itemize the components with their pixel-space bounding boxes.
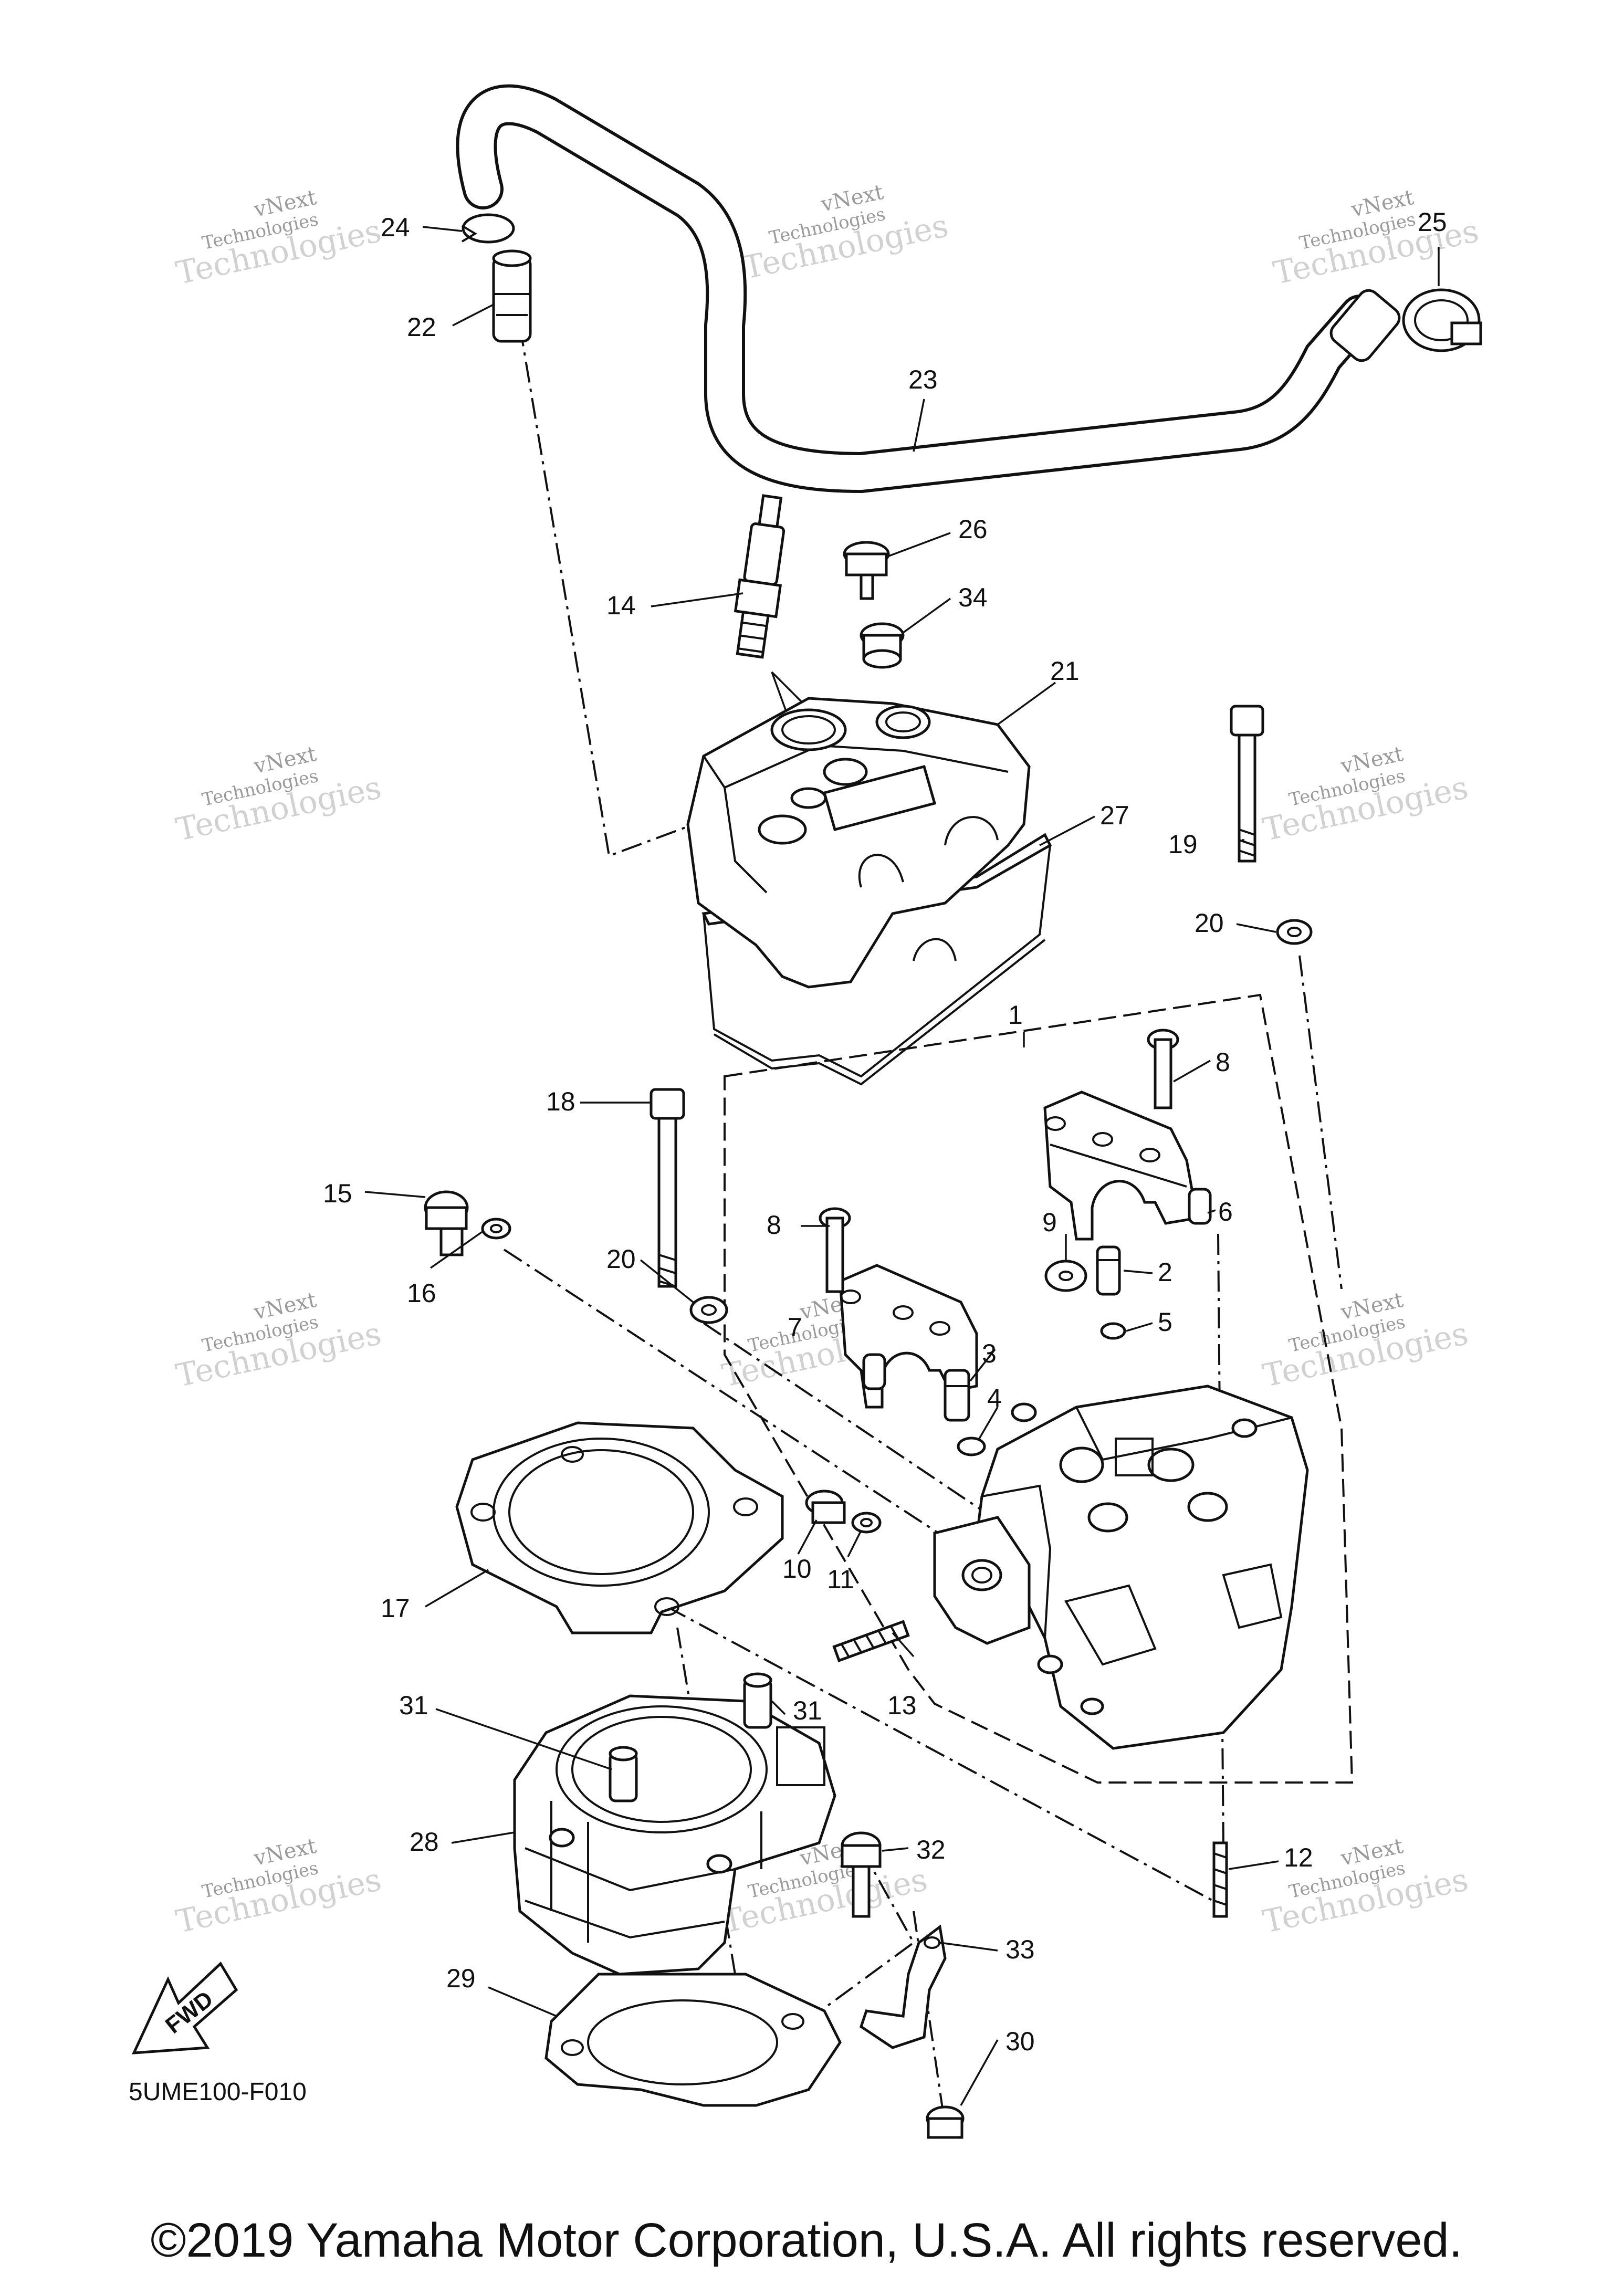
- callout-31-right: 31: [793, 1696, 822, 1725]
- stud-to-gasket-line: [1298, 955, 1343, 1289]
- callout-31-left: 31: [399, 1691, 428, 1720]
- cover-bolt: [843, 541, 890, 600]
- head-bolt-washer-left: [689, 1296, 728, 1324]
- stud-bolt-12: [1212, 1841, 1228, 1918]
- callout-5: 5: [1158, 1307, 1172, 1337]
- callout-12: 12: [1284, 1843, 1313, 1872]
- callout-32: 32: [916, 1835, 946, 1864]
- callouts: 24 25 22 23 26 14 34 21 27 19 20 1 18 8 …: [323, 207, 1447, 2056]
- callout-13: 13: [887, 1691, 917, 1720]
- head-assembly-boundary: [724, 993, 1354, 1784]
- callout-27: 27: [1100, 801, 1129, 830]
- watermark: vNext Technologies Technologies: [1260, 1834, 1471, 1941]
- dowel-pin-right: [1188, 1188, 1212, 1225]
- cylinder-head-gasket: [455, 1421, 784, 1634]
- hose-clamp: [1402, 288, 1482, 352]
- watermark: vNext Technologies Technologies: [1270, 185, 1482, 292]
- watermark: vNext Technologies Technologies: [1260, 742, 1471, 848]
- callout-33: 33: [1005, 1935, 1035, 1964]
- leader-lines: [364, 226, 1440, 2106]
- callout-21: 21: [1050, 656, 1080, 686]
- check-bolt-washer: [481, 1218, 511, 1240]
- washer-11: [851, 1512, 882, 1534]
- cylinder-gasket: [544, 1973, 842, 2107]
- cylinder-dowel-line: [676, 1627, 747, 2038]
- callout-18: 18: [546, 1087, 575, 1116]
- callout-7: 7: [788, 1313, 802, 1342]
- o-ring-5: [1100, 1322, 1126, 1340]
- watermark: vNext Technologies Technologies: [173, 185, 384, 292]
- bolt-to-cylinder-line: [703, 1322, 1009, 1529]
- camshaft-cap-right: [1043, 1091, 1199, 1241]
- callout-4: 4: [987, 1383, 1002, 1413]
- forward-arrow: FWD: [131, 1962, 238, 2054]
- callout-10: 10: [782, 1554, 812, 1584]
- gasket-to-cylinder-line: [666, 1606, 1213, 1902]
- o-ring-4: [957, 1437, 986, 1456]
- callout-11: 11: [827, 1565, 854, 1594]
- callout-1: 1: [1008, 1000, 1023, 1030]
- callout-16: 16: [407, 1278, 436, 1308]
- callout-14: 14: [606, 591, 636, 620]
- watermark: vNext Technologies Technologies: [173, 1834, 384, 1941]
- watermark: vNext Technologies Technologies: [1260, 1288, 1471, 1395]
- cylinder-head: [975, 1385, 1309, 1750]
- spark-plug: [734, 494, 785, 659]
- callout-20-right: 20: [1195, 908, 1224, 938]
- breather-hose: [456, 84, 1401, 494]
- callout-26: 26: [958, 515, 988, 544]
- callout-8-right: 8: [1216, 1047, 1230, 1077]
- callout-8-left: 8: [767, 1210, 781, 1240]
- cylinder-bolt-32: [841, 1831, 882, 1918]
- hose-end: [1329, 289, 1401, 362]
- callout-28: 28: [410, 1827, 439, 1857]
- watermark: vNext Technologies Technologies: [740, 180, 951, 287]
- callout-30: 30: [1005, 2027, 1035, 2056]
- watermark: vNext Technologies Technologies: [173, 1288, 384, 1395]
- plunger-2: [1096, 1245, 1121, 1296]
- bracket-33: [860, 1924, 947, 2049]
- cover-grommet: [860, 622, 905, 669]
- callout-15: 15: [323, 1179, 352, 1208]
- plug-to-head-line: [503, 1249, 1004, 1576]
- dowel-pin-31-right: [743, 1672, 772, 1729]
- dowel-pin-left: [862, 1353, 886, 1390]
- hose-clip: [461, 213, 515, 244]
- hose-joint: [492, 249, 532, 343]
- intake-joint: [933, 1516, 1031, 1645]
- diagram-code: 5UME100-F010: [129, 2078, 307, 2106]
- callout-34: 34: [958, 583, 988, 612]
- cylinder-head-cover: [686, 697, 1031, 989]
- callout-9: 9: [1042, 1208, 1057, 1237]
- cylinder: [513, 1694, 836, 1976]
- callout-22: 22: [407, 312, 436, 342]
- plunger-3: [944, 1369, 970, 1422]
- head-bolt-washer-right: [1276, 919, 1313, 945]
- plug-9: [1044, 1260, 1087, 1292]
- check-bolt: [424, 1190, 469, 1256]
- bolt-30: [926, 2105, 965, 2139]
- callout-2: 2: [1158, 1257, 1172, 1287]
- callout-29: 29: [446, 1964, 476, 1993]
- camshaft-cap-bolt-right: [1147, 1029, 1179, 1109]
- dowel-pin-31-left: [609, 1746, 638, 1802]
- callout-25: 25: [1418, 207, 1447, 237]
- head-bolt-right: [1230, 705, 1264, 863]
- copyright-notice: ©2019 Yamaha Motor Corporation, U.S.A. A…: [150, 2214, 1463, 2267]
- callout-24: 24: [381, 213, 410, 242]
- callout-23: 23: [908, 365, 938, 394]
- camshaft-cap-bolt-left: [819, 1207, 851, 1293]
- callout-20-left: 20: [606, 1244, 636, 1274]
- head-bolt-left: [650, 1088, 685, 1288]
- callout-19: 19: [1168, 830, 1198, 859]
- bolt-10: [805, 1490, 846, 1524]
- stud-bolt-13: [832, 1620, 910, 1662]
- callout-6: 6: [1218, 1197, 1233, 1226]
- callout-3: 3: [982, 1339, 997, 1368]
- watermark: vNext Technologies Technologies: [173, 742, 384, 848]
- callout-17: 17: [381, 1593, 410, 1623]
